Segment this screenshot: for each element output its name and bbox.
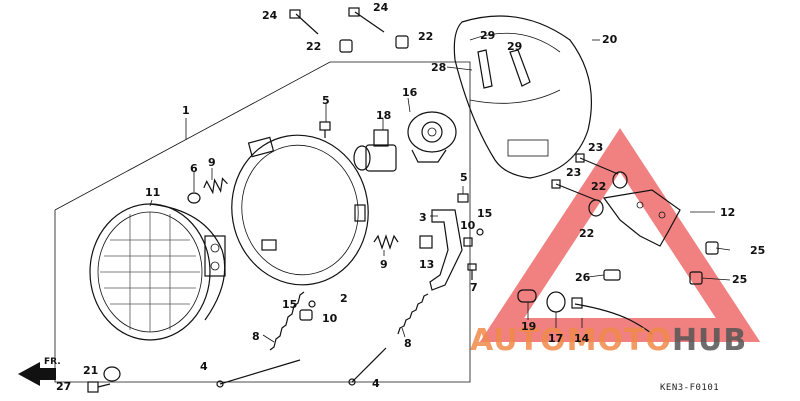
grommet-6 — [187, 172, 201, 204]
bulb — [353, 118, 397, 172]
part-label: 4 — [372, 377, 380, 390]
part-label: 18 — [376, 109, 391, 122]
part-label: 1 — [182, 104, 190, 117]
part-label: 29 — [507, 40, 522, 53]
bulb-socket — [407, 97, 457, 163]
part-label: 7 — [470, 281, 478, 294]
part-label: 5 — [322, 94, 330, 107]
spacer-22c — [612, 171, 628, 189]
part-label: 22 — [418, 30, 433, 43]
socket-17 — [546, 291, 566, 328]
assembly-outline — [54, 61, 471, 383]
bolt-23a — [575, 153, 619, 175]
part-label: 17 — [548, 332, 563, 345]
part-label: 29 — [480, 29, 495, 42]
screw-5a — [319, 104, 331, 138]
spacer-22d — [588, 199, 604, 217]
part-label: 23 — [588, 141, 603, 154]
part-label: 8 — [252, 330, 260, 343]
part-label: 22 — [306, 40, 321, 53]
part-label: 28 — [431, 61, 446, 74]
part-label: 24 — [373, 1, 389, 14]
nut-10a — [463, 237, 473, 247]
part-label: 15 — [282, 298, 297, 311]
part-label: 22 — [579, 227, 594, 240]
nut-22a — [339, 39, 353, 53]
part-label: 2 — [340, 292, 348, 305]
part-label: 19 — [521, 320, 536, 333]
screw-5b — [457, 186, 469, 203]
washer-15a — [476, 228, 484, 236]
bolt-24b — [348, 7, 385, 33]
watermark-part-auto: AUTO — [470, 323, 567, 358]
part-label: 5 — [460, 171, 468, 184]
part-label: 20 — [602, 33, 618, 46]
bulb-19 — [517, 289, 537, 320]
part-label: 24 — [262, 9, 278, 22]
front-indicator-label: FR. — [44, 357, 61, 367]
part-label: 26 — [575, 271, 591, 284]
nut-10b — [299, 309, 313, 321]
bolt-27 — [87, 381, 111, 393]
nut-13 — [419, 235, 433, 249]
spring-8b — [397, 293, 429, 338]
part-label: 22 — [591, 180, 606, 193]
headlight-case — [453, 15, 600, 179]
washer-15b — [308, 300, 316, 308]
spring-8a — [262, 291, 305, 351]
bolt-24a — [289, 9, 319, 35]
nut-22b — [395, 35, 409, 49]
headlight-unit — [89, 203, 226, 341]
watermark-logo: AUTOMOTOHUB — [470, 323, 747, 358]
screw-4a — [216, 359, 301, 388]
clip-29a — [477, 49, 493, 89]
part-label: 12 — [720, 206, 735, 219]
mount-bracket-3 — [429, 209, 463, 291]
diagram-code: KEN3-F0101 — [660, 383, 719, 393]
grommet-26 — [603, 269, 621, 281]
part-label: 25 — [750, 244, 765, 257]
watermark-part-hub: HUB — [672, 323, 747, 358]
part-label: 27 — [56, 380, 71, 393]
part-label: 3 — [419, 211, 427, 224]
part-label: 21 — [83, 364, 98, 377]
clip-29b — [509, 49, 531, 87]
headlight-rim — [231, 134, 369, 286]
part-label: 15 — [477, 207, 492, 220]
part-label: 9 — [380, 258, 388, 271]
front-direction-arrow: FR. — [18, 357, 61, 386]
svg-text:AUTOMOTOHUB: AUTOMOTOHUB — [470, 323, 747, 358]
part-label: 4 — [200, 360, 208, 373]
wire-harness-14 — [571, 297, 653, 335]
part-label: 9 — [208, 156, 216, 169]
part-label: 6 — [190, 162, 198, 175]
part-label: 25 — [732, 273, 747, 286]
part-label: 14 — [574, 332, 590, 345]
part-label: 16 — [402, 86, 418, 99]
part-label: 11 — [145, 186, 160, 199]
watermark-part-moto: MOTO — [567, 323, 672, 358]
bolt-23b — [551, 179, 597, 201]
bracket-12 — [602, 189, 715, 247]
watermark-triangle — [479, 128, 761, 342]
part-label: 10 — [460, 219, 476, 232]
part-label: 23 — [566, 166, 581, 179]
grommet-21 — [103, 366, 121, 382]
screw-4b — [348, 347, 387, 386]
part-label: 10 — [322, 312, 338, 325]
spring-9a — [203, 168, 228, 195]
part-label: 8 — [404, 337, 412, 350]
spring-9b — [373, 234, 399, 256]
part-label: 13 — [419, 258, 434, 271]
screw-7 — [467, 263, 477, 280]
part-labels: 24 24 22 22 20 29 29 28 1 5 18 16 6 9 11… — [56, 1, 765, 393]
